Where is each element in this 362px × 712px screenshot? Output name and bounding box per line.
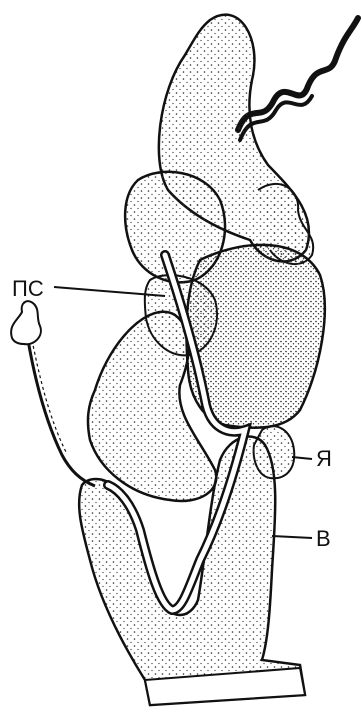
label-ps: ПС (12, 276, 44, 301)
coiled-duct (238, 18, 358, 130)
left-oval-lobe (125, 172, 225, 283)
v-leader (272, 536, 312, 538)
thin-duct (28, 340, 95, 486)
small-blob (11, 301, 41, 344)
label-v: В (316, 526, 331, 551)
label-ya: Я (316, 446, 332, 471)
